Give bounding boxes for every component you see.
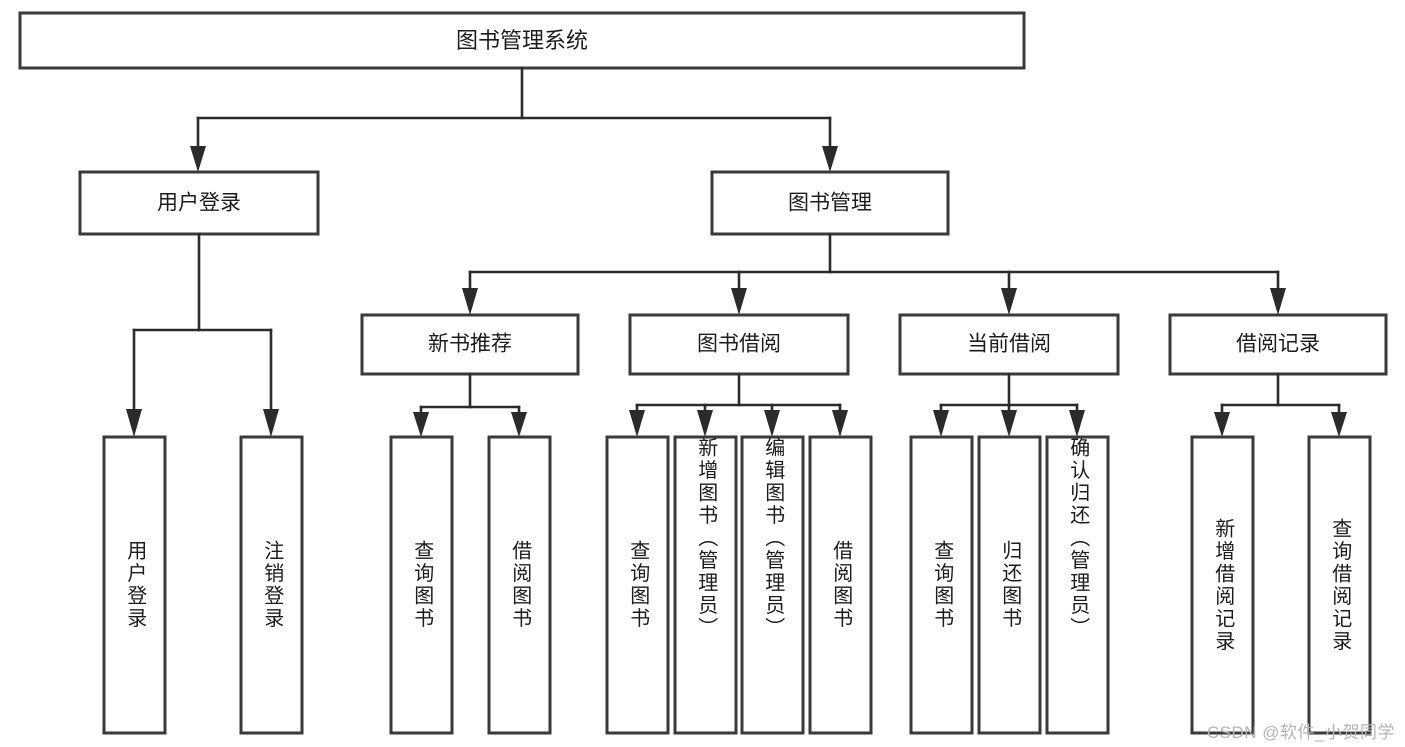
connector-root-to-level1 — [190, 66, 838, 172]
book-borrow-label: 图书借阅 — [697, 333, 781, 356]
arrow-head-icon — [1270, 288, 1286, 315]
user-login-label: 用户登录 — [157, 192, 241, 215]
node-current-borrow[interactable]: 当前借阅 — [898, 313, 1120, 376]
arrow-head-icon — [263, 409, 279, 437]
leaf-box-confirm-return[interactable] — [1045, 435, 1110, 735]
leaf-box-add-record[interactable] — [1190, 435, 1255, 735]
book-management-label: 图书管理 — [788, 192, 872, 215]
new-book-recommend-box[interactable] — [360, 313, 580, 376]
node-root[interactable]: 图书管理系统 — [18, 11, 1026, 70]
node-borrow-record[interactable]: 借阅记录 — [1168, 313, 1388, 376]
arrow-head-icon — [822, 146, 838, 172]
arrow-head-icon — [1331, 412, 1347, 437]
leaf-box-query-book-borrow[interactable] — [605, 435, 670, 735]
node-new-book-recommend[interactable]: 新书推荐 — [360, 313, 580, 376]
leaf-box-return-book[interactable] — [977, 435, 1042, 735]
csdn-watermark: CSDN @软件_小贺同学 — [1206, 723, 1395, 742]
current-borrow-box[interactable] — [898, 313, 1120, 376]
leaf-box-query-record[interactable] — [1307, 435, 1372, 735]
arrow-head-icon — [731, 288, 747, 315]
leaf-box-logout[interactable] — [239, 435, 304, 735]
borrow-record-label: 借阅记录 — [1236, 333, 1320, 356]
new-book-recommend-label: 新书推荐 — [428, 333, 512, 356]
current-borrow-label: 当前借阅 — [967, 333, 1051, 356]
arrow-head-icon — [764, 410, 780, 437]
arrow-head-icon — [511, 412, 527, 437]
arrow-head-icon — [462, 288, 478, 315]
arrow-head-icon — [933, 410, 949, 437]
connector-borrow-record-to-leaves — [1214, 372, 1347, 437]
root-label: 图书管理系统 — [456, 28, 588, 53]
arrow-head-icon — [1001, 410, 1017, 437]
root-box[interactable] — [18, 11, 1026, 70]
connector-new-book-recommend-to-leaves — [413, 372, 527, 437]
connector-book-management-to-level2 — [462, 232, 1286, 315]
node-user-login[interactable]: 用户登录 — [78, 170, 320, 236]
arrow-head-icon — [190, 146, 206, 172]
arrow-head-icon — [1214, 412, 1230, 437]
connector-book-borrow-to-leaves — [629, 372, 848, 437]
leaf-box-edit-book[interactable] — [740, 435, 805, 735]
arrow-head-icon — [1001, 288, 1017, 315]
arrow-head-icon — [629, 410, 645, 437]
leaf-box-add-book[interactable] — [673, 435, 738, 735]
arrow-head-icon — [126, 409, 142, 437]
leaf-box-borrow-book[interactable] — [808, 435, 873, 735]
user-login-box[interactable] — [78, 170, 320, 236]
arrow-head-icon — [413, 412, 429, 437]
connector-current-borrow-to-leaves — [933, 372, 1085, 437]
node-book-management[interactable]: 图书管理 — [710, 170, 950, 236]
leaf-box-user-login[interactable] — [102, 435, 167, 735]
node-book-borrow[interactable]: 图书借阅 — [628, 313, 850, 376]
arrow-head-icon — [1069, 410, 1085, 437]
arrow-head-icon — [832, 410, 848, 437]
arrow-head-icon — [697, 410, 713, 437]
leaf-box-query-book-rec[interactable] — [389, 435, 454, 735]
leaf-box-borrow-book-rec[interactable] — [487, 435, 552, 735]
leaf-box-query-book-current[interactable] — [909, 435, 974, 735]
connector-user-login-to-leaves — [126, 232, 279, 437]
